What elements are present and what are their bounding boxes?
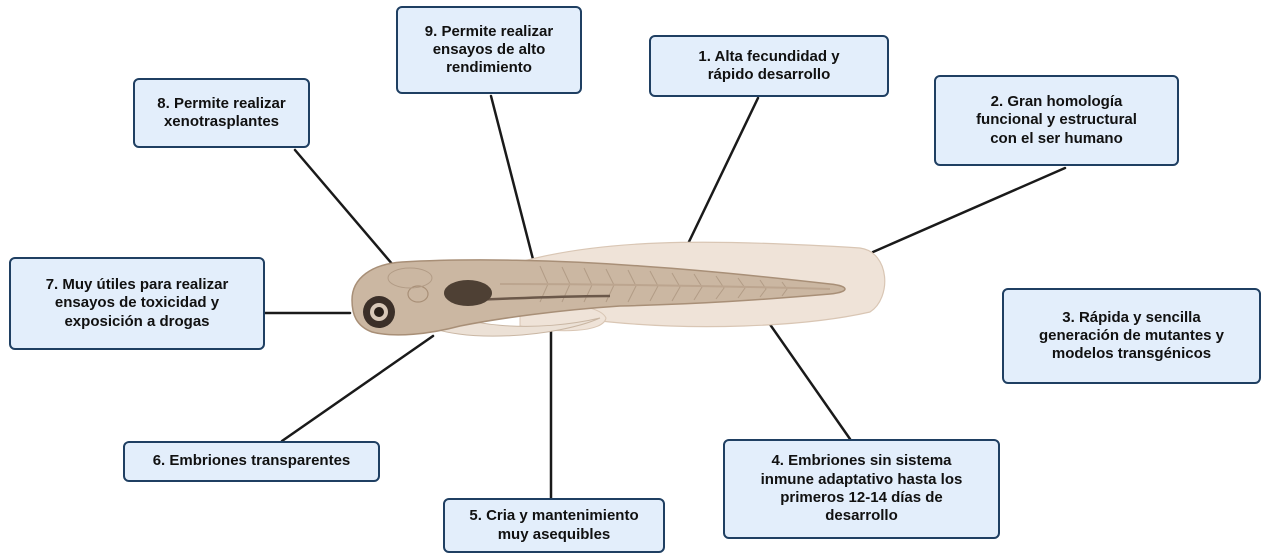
connector-1: [686, 98, 758, 248]
callout-8: 8. Permite realizar xenotrasplantes: [133, 78, 310, 148]
callout-4-text: 4. Embriones sin sistema inmune adaptati…: [761, 452, 963, 525]
connector-8: [295, 150, 393, 265]
callout-3: 3. Rápida y sencilla generación de mutan…: [1002, 288, 1261, 384]
connector-9: [491, 96, 535, 267]
swim-bladder: [444, 280, 492, 306]
callout-7-text: 7. Muy útiles para realizar ensayos de t…: [46, 276, 229, 331]
callout-5: 5. Cria y mantenimiento muy asequibles: [443, 498, 665, 553]
callout-1-text: 1. Alta fecundidad y rápido desarrollo: [698, 48, 839, 85]
callout-6-text: 6. Embriones transparentes: [153, 452, 351, 470]
connector-4: [762, 313, 850, 439]
callout-9-text: 9. Permite realizar ensayos de alto rend…: [425, 23, 553, 78]
callout-8-text: 8. Permite realizar xenotrasplantes: [157, 95, 285, 132]
callout-1: 1. Alta fecundidad y rápido desarrollo: [649, 35, 889, 97]
callout-2: 2. Gran homología funcional y estructura…: [934, 75, 1179, 166]
callout-6: 6. Embriones transparentes: [123, 441, 380, 482]
connector-2: [873, 168, 1065, 252]
callout-5-text: 5. Cria y mantenimiento muy asequibles: [469, 507, 638, 544]
callout-7: 7. Muy útiles para realizar ensayos de t…: [9, 257, 265, 350]
callout-9: 9. Permite realizar ensayos de alto rend…: [396, 6, 582, 94]
callout-2-text: 2. Gran homología funcional y estructura…: [976, 93, 1137, 148]
connector-6: [282, 336, 433, 441]
callout-4: 4. Embriones sin sistema inmune adaptati…: [723, 439, 1000, 539]
zebrafish-larva: [352, 242, 885, 336]
eye-pupil: [374, 307, 384, 317]
callout-3-text: 3. Rápida y sencilla generación de mutan…: [1039, 309, 1224, 364]
